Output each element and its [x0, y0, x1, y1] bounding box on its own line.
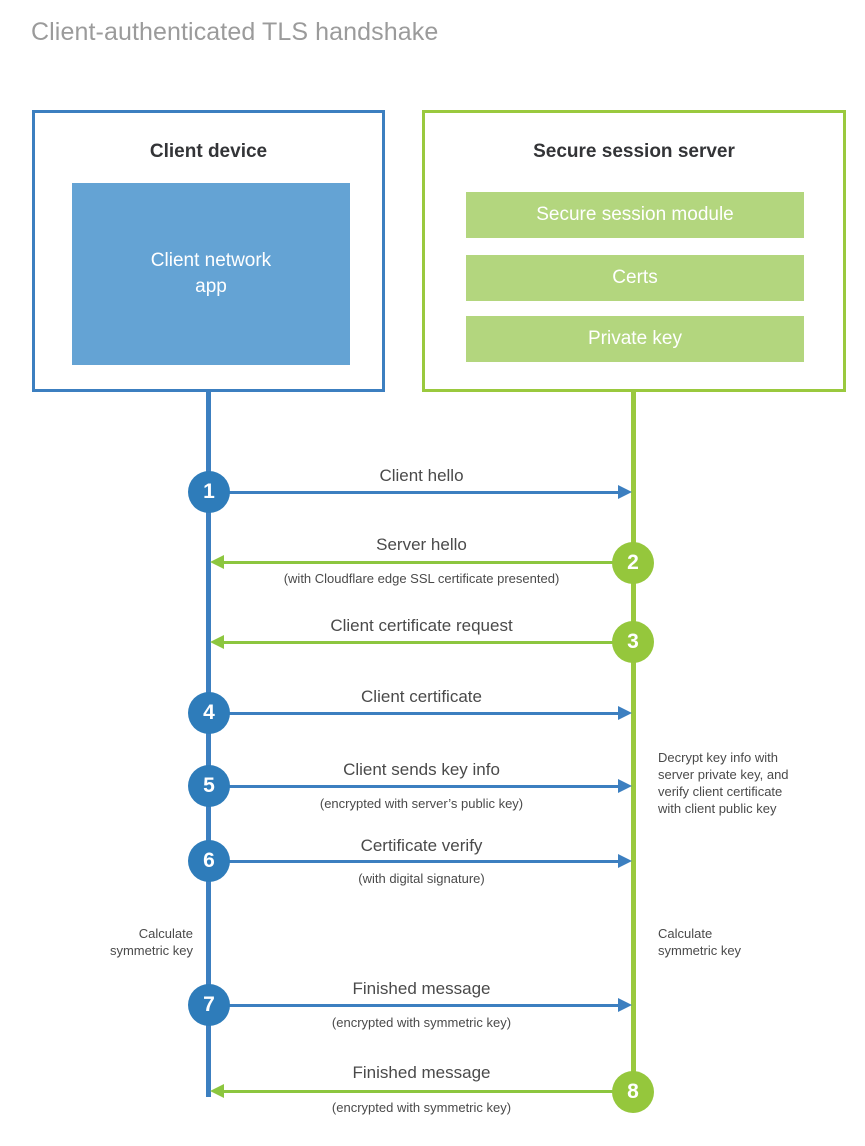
- step-1-arrow-head-right-icon: [618, 485, 632, 499]
- step-2-main-label: Server hello: [376, 535, 467, 554]
- server-decrypt-note-line2: server private key, and: [658, 767, 789, 782]
- step-5-arrow-head-right-icon: [618, 779, 632, 793]
- client-app-label-line1: Client network: [150, 250, 272, 271]
- step-4-arrow-line: [209, 712, 618, 715]
- step-7-badge: 7: [188, 984, 230, 1026]
- client-calculate-symmetric-key-note: Calculate symmetric key: [10, 925, 193, 959]
- secure-session-server-title: Secure session server: [533, 141, 735, 162]
- step-5-arrow-line: [209, 785, 618, 788]
- server-decrypt-note-line4: with client public key: [658, 801, 777, 816]
- step-4-main-label: Client certificate: [361, 687, 482, 706]
- server-lifeline: [631, 392, 636, 1092]
- step-6-main-label: Certificate verify: [360, 836, 483, 855]
- step-8-arrow-line: [224, 1090, 634, 1093]
- server-decrypt-note: Decrypt key info with server private key…: [658, 749, 848, 817]
- client-calc-note-line1: Calculate: [138, 926, 193, 941]
- step-2-sub-label: (with Cloudflare edge SSL certificate pr…: [283, 571, 560, 586]
- secure-session-server-box: Secure session server Secure session mod…: [422, 110, 846, 392]
- step-5-main-label: Client sends key info: [343, 760, 500, 779]
- step-5-badge: 5: [188, 765, 230, 807]
- step-6-badge: 6: [188, 840, 230, 882]
- step-1-badge: 1: [188, 471, 230, 513]
- step-8-badge: 8: [612, 1071, 654, 1113]
- server-module-bar-secure-session-module: Secure session module: [466, 192, 804, 238]
- step-8-sub-label: (encrypted with symmetric key): [331, 1100, 512, 1115]
- client-device-box: Client device Client network app: [32, 110, 385, 392]
- server-decrypt-note-line1: Decrypt key info with: [658, 750, 778, 765]
- step-3-arrow-head-left-icon: [210, 635, 224, 649]
- step-5-sub-label: (encrypted with server’s public key): [319, 796, 524, 811]
- step-3-arrow-line: [224, 641, 634, 644]
- step-2-arrow-line: [224, 561, 634, 564]
- step-1-arrow-line: [209, 491, 618, 494]
- server-calc-note-line1: Calculate: [658, 926, 713, 941]
- step-7-sub-label: (encrypted with symmetric key): [331, 1015, 512, 1030]
- client-device-title: Client device: [149, 141, 268, 162]
- step-7-main-label: Finished message: [352, 979, 491, 998]
- server-calc-note-line2: symmetric key: [658, 943, 742, 958]
- step-3-main-label: Client certificate request: [330, 616, 513, 635]
- step-6-arrow-head-right-icon: [618, 854, 632, 868]
- step-7-arrow-head-right-icon: [618, 998, 632, 1012]
- client-network-app-block: Client network app: [72, 183, 350, 365]
- step-1-main-label: Client hello: [379, 466, 464, 485]
- step-3-badge: 3: [612, 621, 654, 663]
- step-6-sub-label: (with digital signature): [358, 871, 485, 886]
- page-title: Client-authenticated TLS handshake: [31, 18, 439, 46]
- client-app-label-line2: app: [195, 276, 227, 297]
- server-module-bar-certs: Certs: [466, 255, 804, 301]
- step-8-arrow-head-left-icon: [210, 1084, 224, 1098]
- step-2-arrow-head-left-icon: [210, 555, 224, 569]
- step-8-main-label: Finished message: [352, 1063, 491, 1082]
- step-4-arrow-head-right-icon: [618, 706, 632, 720]
- client-calc-note-line2: symmetric key: [109, 943, 193, 958]
- step-7-arrow-line: [209, 1004, 618, 1007]
- step-4-badge: 4: [188, 692, 230, 734]
- step-2-badge: 2: [612, 542, 654, 584]
- server-module-bar-private-key: Private key: [466, 316, 804, 362]
- server-calculate-symmetric-key-note: Calculate symmetric key: [658, 925, 848, 959]
- server-decrypt-note-line3: verify client certificate: [658, 784, 783, 799]
- client-lifeline: [206, 392, 211, 1097]
- step-6-arrow-line: [209, 860, 618, 863]
